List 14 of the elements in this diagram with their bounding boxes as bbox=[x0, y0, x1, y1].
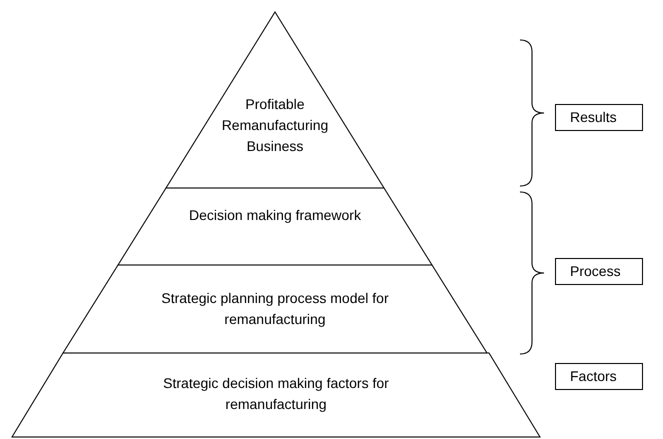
category-box bbox=[555, 258, 643, 285]
category-label: Process bbox=[570, 263, 621, 279]
category-label: Factors bbox=[570, 368, 617, 384]
layer-label: Strategic planning process model for remanufacturing bbox=[160, 289, 390, 329]
category-label: Results bbox=[570, 109, 617, 125]
pyramid-layer bbox=[165, 11, 385, 188]
layer-label: Decision making framework bbox=[188, 206, 362, 225]
category-box bbox=[555, 363, 643, 390]
category-box bbox=[555, 104, 643, 131]
pyramid-layer bbox=[117, 188, 433, 266]
pyramid-layer bbox=[11, 352, 541, 438]
layer-label: Profitable Remanufacturing Business bbox=[220, 95, 330, 156]
pyramid-layer bbox=[62, 264, 488, 354]
layer-label: Strategic decision making factors for remanufacturing bbox=[162, 374, 390, 414]
